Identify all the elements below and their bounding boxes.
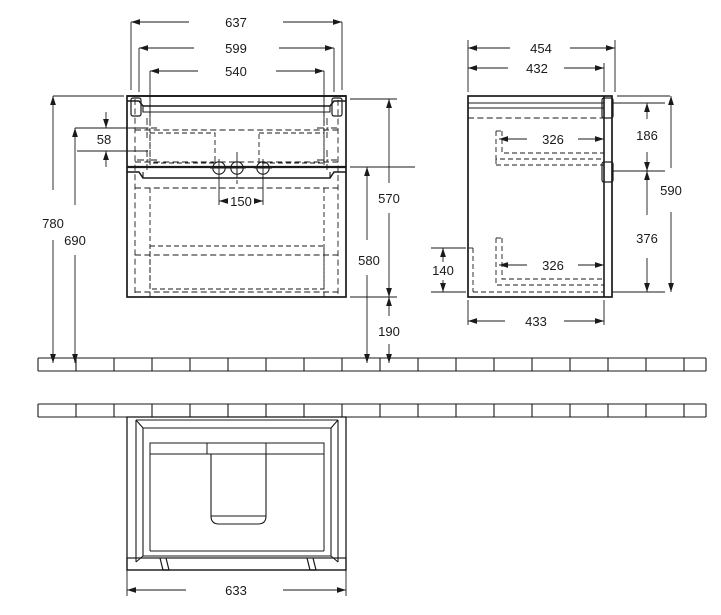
- front-tap-holes: [209, 152, 273, 184]
- dimension-150: 150: [230, 194, 252, 209]
- dimension-637: 637: [225, 15, 247, 30]
- side-433-dimension: [467, 300, 605, 325]
- front-top-dimensions: [130, 19, 343, 126]
- front-elevation-view: [37, 95, 707, 372]
- side-back-rail: [467, 248, 474, 292]
- front-upper-drawer: [127, 95, 346, 113]
- front-hinge-brackets: [130, 97, 343, 117]
- dimension-580: 580: [358, 253, 380, 268]
- dimension-186: 186: [636, 128, 658, 143]
- dimension-58: 58: [97, 132, 111, 147]
- front-right-vertical-dimensions: [350, 98, 415, 363]
- side-right-vertical-dimensions: [612, 95, 674, 293]
- dimension-432: 432: [526, 61, 548, 76]
- dimension-190: 190: [378, 324, 400, 339]
- front-left-vertical-dimensions: [50, 95, 124, 363]
- bottom-drawer-plate: [149, 442, 325, 552]
- bottom-carcass-walls: [135, 419, 339, 563]
- dimension-454: 454: [530, 41, 552, 56]
- front-150-dimension: [218, 176, 264, 205]
- front-upper-left-cutout: [149, 132, 216, 164]
- dimension-326-lower: 326: [542, 258, 564, 273]
- front-lower-inner-cutout: [149, 245, 325, 290]
- bottom-mounting-feet: [159, 557, 317, 571]
- bottom-siphon-cutout: [210, 454, 267, 525]
- side-lower-drawer-box: [473, 237, 604, 293]
- bottom-633-dimension: [126, 570, 347, 596]
- side-140-dimension: [431, 247, 466, 293]
- bottom-front-lip: [126, 557, 347, 571]
- dimension-140: 140: [432, 263, 454, 278]
- bottom-plan-view: [37, 403, 707, 571]
- side-elevation-view: [467, 95, 614, 298]
- dimension-540: 540: [225, 64, 247, 79]
- dimension-780: 780: [42, 216, 64, 231]
- dimension-433: 433: [525, 314, 547, 329]
- floor-hatch-upper: [37, 357, 707, 372]
- dimension-690: 690: [64, 233, 86, 248]
- front-carcass-outline: [134, 95, 339, 298]
- front-drawer-divider: [127, 165, 346, 179]
- dimension-590: 590: [660, 183, 682, 198]
- dimension-570: 570: [378, 191, 400, 206]
- side-top-dimensions: [467, 40, 616, 92]
- side-cabinet-body: [467, 95, 613, 298]
- dimension-376: 376: [636, 231, 658, 246]
- dimension-326-upper: 326: [542, 132, 564, 147]
- side-upper-drawer-box: [495, 130, 604, 166]
- side-hinge-brackets: [601, 97, 614, 183]
- dimension-633: 633: [225, 583, 247, 598]
- dimension-599: 599: [225, 41, 247, 56]
